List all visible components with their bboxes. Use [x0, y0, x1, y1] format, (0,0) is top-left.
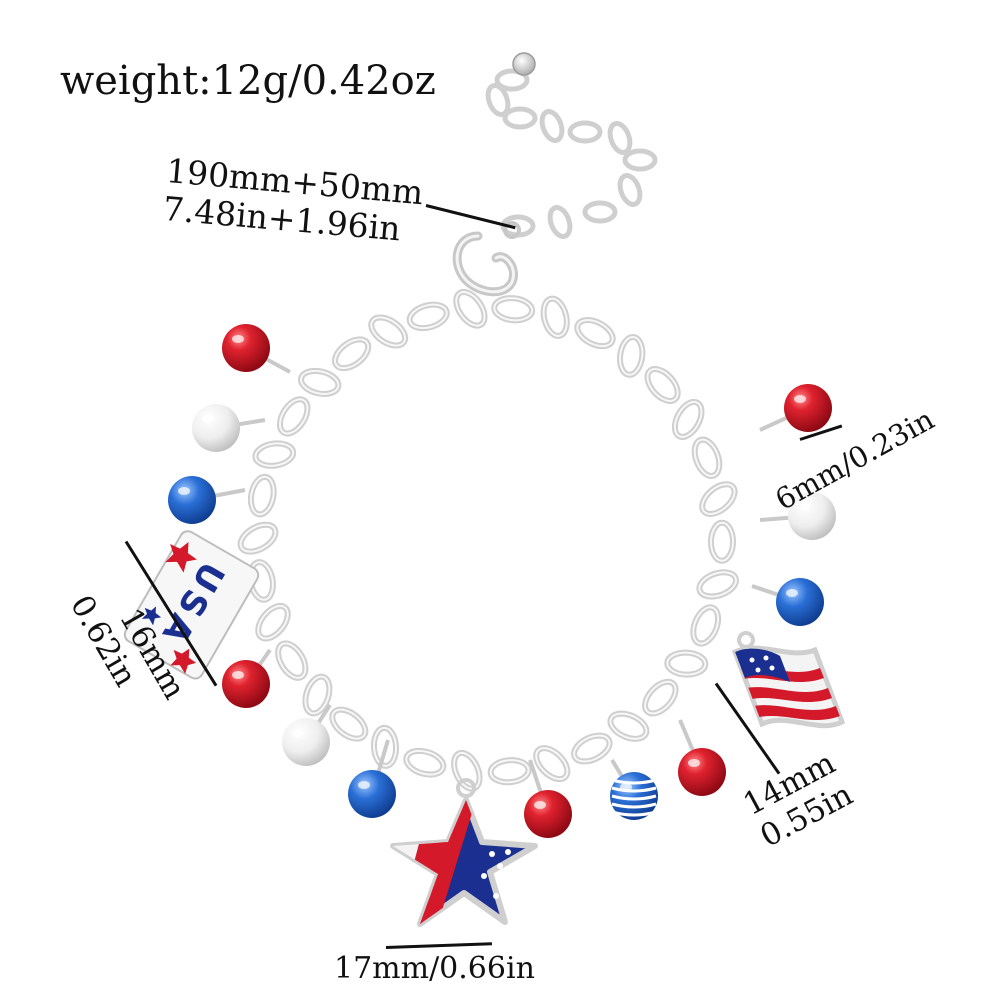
weight-label: weight:12g/0.42oz [60, 58, 436, 104]
extender-link [547, 205, 573, 239]
chain-link [642, 678, 679, 717]
extender-link [567, 120, 603, 144]
bead [788, 492, 836, 540]
bead-charms [168, 324, 836, 838]
lobster-clasp [452, 221, 521, 297]
flag-charm [731, 631, 846, 729]
bead [192, 404, 240, 452]
bead [776, 578, 824, 626]
star-charm-size-label: 17mm/0.66in [334, 951, 535, 986]
bracelet-chain [237, 288, 740, 792]
extender-link [607, 121, 633, 155]
bead [222, 324, 270, 372]
extender-chain [485, 68, 658, 239]
extender-end-bead [512, 52, 536, 76]
extender-link [502, 106, 538, 130]
chain-link [644, 366, 681, 404]
bead [784, 384, 832, 432]
bead [678, 748, 726, 796]
chain-link [247, 473, 277, 518]
extender-link [485, 83, 511, 117]
extender-link [617, 173, 643, 207]
bead [282, 718, 330, 766]
extender-link [494, 68, 530, 92]
extender-link [622, 148, 658, 172]
bead [222, 660, 270, 708]
bead [168, 476, 216, 524]
bead [524, 790, 572, 838]
extender-link [582, 200, 618, 224]
star-charm [390, 778, 538, 927]
striped-bead [610, 772, 658, 820]
bead [348, 770, 396, 818]
extender-link [539, 109, 565, 143]
